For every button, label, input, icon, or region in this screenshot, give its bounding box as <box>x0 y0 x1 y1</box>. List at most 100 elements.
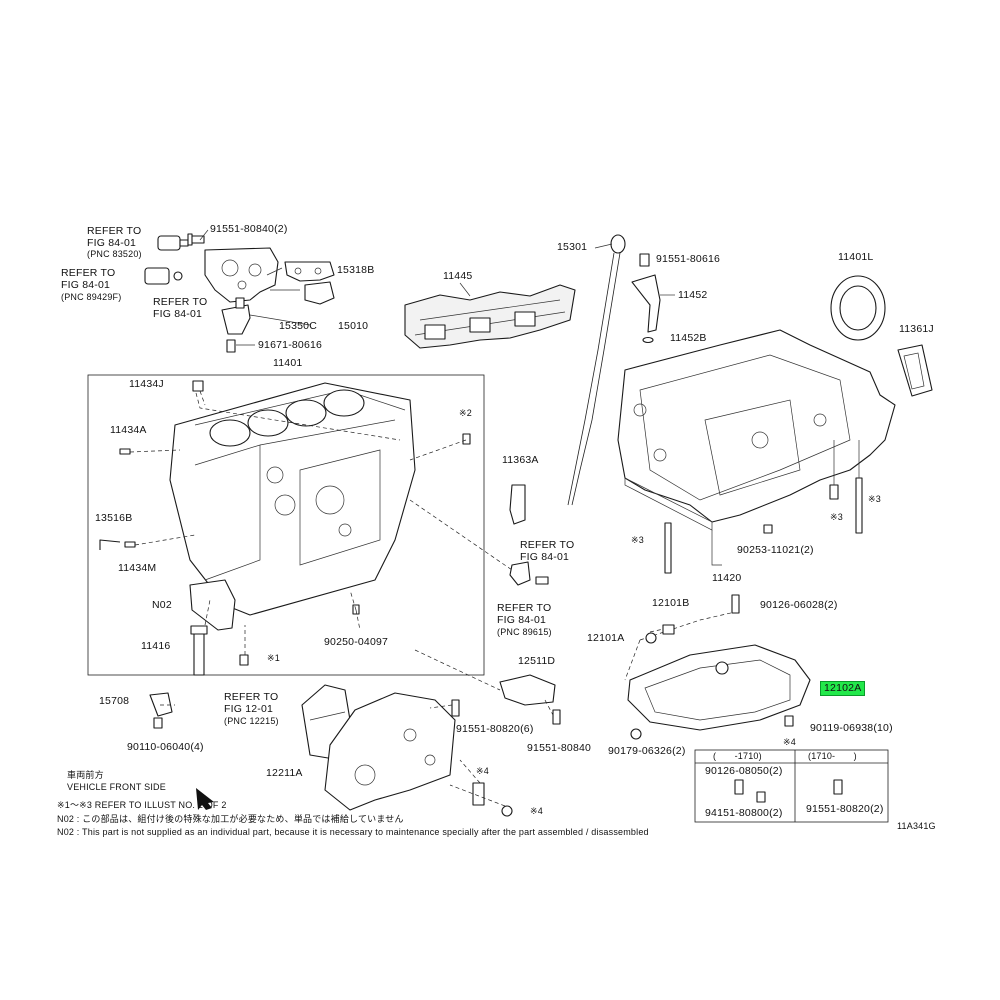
sensor-illustration-b[interactable] <box>144 267 183 285</box>
oil-control-valve-illustration[interactable] <box>221 297 251 335</box>
gasket-12101b-illustration[interactable] <box>662 624 675 635</box>
bolt-illustration-a[interactable] <box>187 233 205 246</box>
label-13516b[interactable]: 13516B <box>95 512 133 524</box>
label-n02[interactable]: N02 <box>152 599 172 611</box>
label-11445[interactable]: 11445 <box>443 270 473 282</box>
label-refer-e-2[interactable]: FIG 84-01 <box>497 614 547 626</box>
label-refer-b-3[interactable]: (PNC 89429F) <box>61 292 122 302</box>
gasket-15318b-illustration[interactable] <box>284 261 335 282</box>
oil-pan-no2-12102a-illustration[interactable] <box>627 644 811 731</box>
stud-mark2-illustration[interactable] <box>462 433 471 445</box>
table-right-row-1[interactable]: 91551-80820(2) <box>806 803 884 815</box>
label-15708[interactable]: 15708 <box>99 695 130 707</box>
bolt-91551-80840-illustration[interactable] <box>552 709 561 725</box>
pin-11434a-illustration[interactable] <box>119 448 131 455</box>
dowel-11434j-illustration[interactable] <box>192 380 204 392</box>
bolt-illustration-b[interactable] <box>226 339 236 353</box>
bolt-91551-80820-table-illustration[interactable] <box>833 779 843 795</box>
dipstick-15301-illustration[interactable] <box>567 234 626 506</box>
label-91671-80616[interactable]: 91671-80616 <box>258 339 323 351</box>
label-15301[interactable]: 15301 <box>557 241 588 253</box>
cylinder-block-11401-illustration[interactable] <box>169 382 416 616</box>
label-91551-80840[interactable]: 91551-80840 <box>527 742 592 754</box>
label-90179-06326-2[interactable]: 90179-06326(2) <box>608 745 686 757</box>
bolt-94151-illustration[interactable] <box>756 791 766 803</box>
table-left-row-1[interactable]: 90126-08050(2) <box>705 765 783 777</box>
oil-seal-11401l-illustration[interactable] <box>830 275 886 341</box>
gasket-11361j-illustration[interactable] <box>897 344 933 397</box>
label-11361j[interactable]: 11361J <box>899 323 934 335</box>
sensor-illustration-a[interactable] <box>157 235 189 251</box>
bolt-mark3-a-illustration[interactable] <box>829 484 839 500</box>
label-91551-80616[interactable]: 91551-80616 <box>656 253 721 265</box>
thermostat-housing-illustration[interactable] <box>204 247 279 303</box>
knock-sensor-illustration[interactable] <box>509 561 549 586</box>
stud-mark3-b-illustration[interactable] <box>855 477 863 534</box>
label-11434m[interactable]: 11434M <box>118 562 157 574</box>
nut-90179-illustration[interactable] <box>630 728 642 740</box>
label-refer-e-1[interactable]: REFER TO <box>497 602 552 614</box>
label-11363a[interactable]: 11363A <box>502 454 539 466</box>
label-12511d[interactable]: 12511D <box>518 655 556 667</box>
pin-11434m-illustration[interactable] <box>124 541 136 548</box>
bracket-12511d-illustration[interactable] <box>499 674 556 706</box>
bracket-11363a-illustration[interactable] <box>509 484 526 525</box>
label-mark3-c: ※3 <box>631 535 644 545</box>
label-11452[interactable]: 11452 <box>678 289 708 301</box>
label-refer-d-2[interactable]: FIG 84-01 <box>520 551 570 563</box>
label-refer-fig12-2[interactable]: FIG 12-01 <box>224 703 274 715</box>
stud-mark3-c-illustration[interactable] <box>664 522 672 574</box>
label-90126-06028-2[interactable]: 90126-06028(2) <box>760 599 838 611</box>
pin-mark1-illustration[interactable] <box>239 654 249 666</box>
label-15350c[interactable]: 15350C <box>279 320 317 332</box>
label-refer-fig12-1[interactable]: REFER TO <box>224 691 279 703</box>
label-refer-d-1[interactable]: REFER TO <box>520 539 575 551</box>
label-11452b[interactable]: 11452B <box>670 332 707 344</box>
gasket-15010-illustration[interactable] <box>304 281 335 305</box>
label-11420[interactable]: 11420 <box>712 572 742 584</box>
bolt-90253-illustration[interactable] <box>763 524 773 534</box>
label-11416[interactable]: 11416 <box>141 640 171 652</box>
tube-13516b-illustration[interactable] <box>99 539 121 550</box>
label-12211a[interactable]: 12211A <box>266 767 303 779</box>
table-left-row-2[interactable]: 94151-80800(2) <box>705 807 783 819</box>
nut-mark4-illustration[interactable] <box>501 805 513 817</box>
label-12101a[interactable]: 12101A <box>587 632 625 644</box>
label-12102a[interactable]: 12102A <box>820 681 866 696</box>
label-91551-80820-6[interactable]: 91551-80820(6) <box>456 723 534 735</box>
timing-chain-cover-12211a-illustration[interactable] <box>324 692 456 811</box>
label-refer-fig12-3[interactable]: (PNC 12215) <box>224 716 279 726</box>
label-90119-06938-10[interactable]: 90119-06938(10) <box>810 722 893 734</box>
label-15318b[interactable]: 15318B <box>337 264 375 276</box>
label-refer-c-1[interactable]: REFER TO <box>153 296 208 308</box>
oil-pan-no1-11420-illustration[interactable] <box>617 329 896 531</box>
label-11434j[interactable]: 11434J <box>129 378 164 390</box>
label-refer-a-2[interactable]: FIG 84-01 <box>87 237 137 249</box>
label-refer-a-1[interactable]: REFER TO <box>87 225 142 237</box>
stud-mark4-illustration[interactable] <box>472 782 485 806</box>
label-90110-06040-4[interactable]: 90110-06040(4) <box>127 741 204 753</box>
label-refer-e-3[interactable]: (PNC 89615) <box>497 627 552 637</box>
bolt-90126-08050-illustration[interactable] <box>734 779 744 795</box>
label-refer-b-1[interactable]: REFER TO <box>61 267 116 279</box>
label-90253-11021-2[interactable]: 90253-11021(2) <box>737 544 814 556</box>
label-11401[interactable]: 11401 <box>273 357 303 369</box>
label-refer-a-3[interactable]: (PNC 83520) <box>87 249 142 259</box>
label-refer-c-2[interactable]: FIG 84-01 <box>153 308 203 320</box>
baffle-plate-11445-illustration[interactable] <box>404 284 576 349</box>
bearing-cap-n02-illustration[interactable] <box>189 579 236 631</box>
label-11434a[interactable]: 11434A <box>110 424 147 436</box>
label-refer-b-2[interactable]: FIG 84-01 <box>61 279 111 291</box>
bolt-11416-illustration[interactable] <box>190 625 208 676</box>
label-11401l[interactable]: 11401L <box>838 251 874 263</box>
dipstick-guide-11452-illustration[interactable] <box>631 253 661 344</box>
label-12101b[interactable]: 12101B <box>652 597 690 609</box>
label-91551-80840-2[interactable]: 91551-80840(2) <box>210 223 288 235</box>
bolt-90119-illustration[interactable] <box>784 715 794 727</box>
label-90250-04097[interactable]: 90250-04097 <box>324 636 389 648</box>
stud-90126-illustration[interactable] <box>731 594 740 614</box>
bracket-15708-illustration[interactable] <box>149 692 173 729</box>
label-15010[interactable]: 15010 <box>338 320 369 332</box>
bolt-91551-80820-illustration[interactable] <box>451 699 460 717</box>
plug-12101a-illustration[interactable] <box>645 632 657 644</box>
